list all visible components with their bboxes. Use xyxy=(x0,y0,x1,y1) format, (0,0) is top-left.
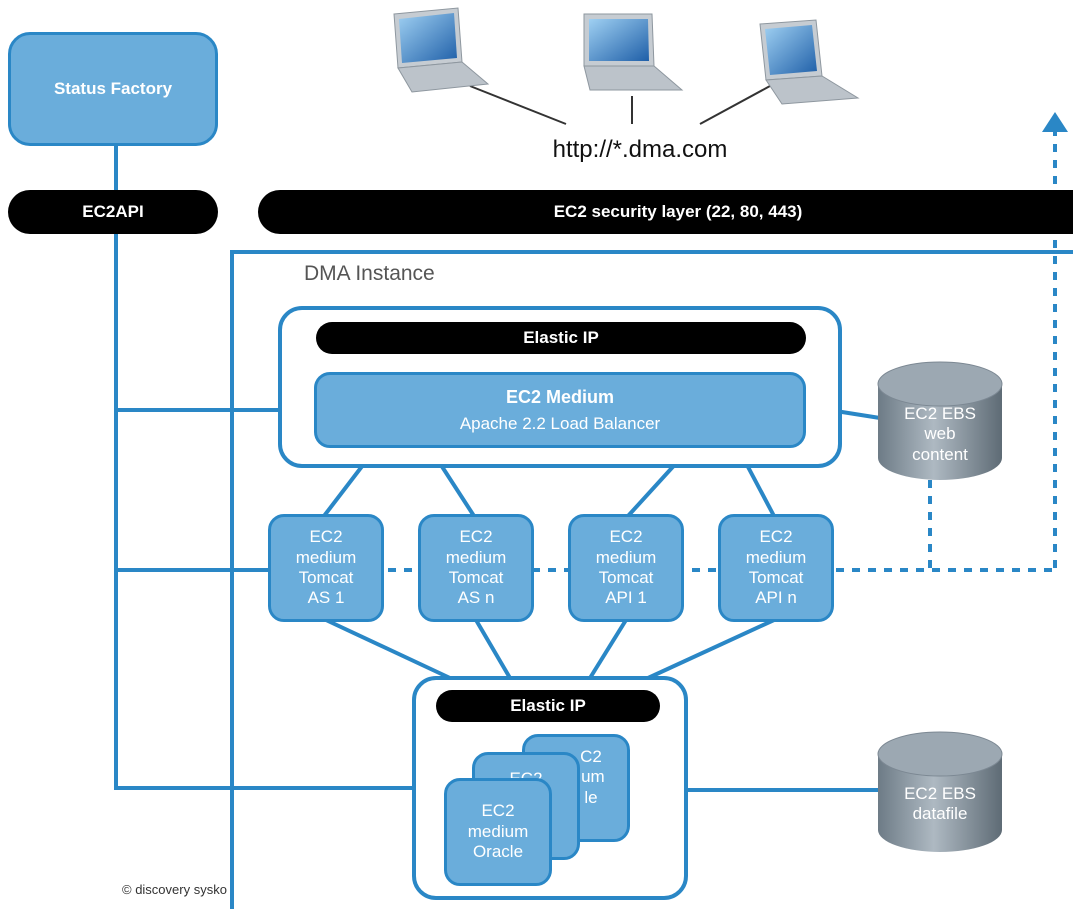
tomcat-line: medium xyxy=(595,547,657,567)
ebs-web-cylinder xyxy=(877,361,1003,480)
tomcat-node[interactable]: EC2 medium Tomcat AS 1 xyxy=(268,514,384,622)
tomcat-line: Tomcat xyxy=(448,568,504,587)
tomcat-line: API n xyxy=(755,588,797,608)
tomcat-line: AS n xyxy=(457,588,495,608)
db-elastic-ip: Elastic IP xyxy=(436,690,660,722)
ebs-web-line1: EC2 EBS xyxy=(904,404,976,423)
copyright: © discovery sysko xyxy=(122,882,227,897)
tomcat-line: Tomcat xyxy=(598,568,654,587)
load-balancer-node[interactable]: EC2 Medium Apache 2.2 Load Balancer xyxy=(314,372,806,448)
laptop-icon xyxy=(759,19,860,105)
lb-title: EC2 Medium xyxy=(505,387,615,408)
laptop-icon xyxy=(583,13,684,91)
status-factory-label: Status Factory xyxy=(53,79,173,99)
tomcat-line: EC2 xyxy=(609,527,643,547)
oracle-back-line: C2 xyxy=(580,747,602,766)
tomcat-line: EC2 xyxy=(309,527,343,547)
lb-elastic-ip: Elastic IP xyxy=(316,322,806,354)
ebs-datafile-label: EC2 EBS datafile xyxy=(878,784,1002,825)
ebs-web-label: EC2 EBS web content xyxy=(878,404,1002,465)
ebs-web-line2: web xyxy=(924,424,956,444)
tomcat-line: Tomcat xyxy=(298,568,354,587)
lb-subtitle: Apache 2.2 Load Balancer xyxy=(459,413,661,433)
tomcat-line: medium xyxy=(295,547,357,567)
url-label: http://*.dma.com xyxy=(552,136,728,163)
laptop-icon xyxy=(393,7,490,93)
tomcat-line: API 1 xyxy=(605,588,647,608)
security-layer-bar: EC2 security layer (22, 80, 443) xyxy=(258,190,1073,234)
tomcat-line: medium xyxy=(445,547,507,567)
ebs-web-line3: content xyxy=(912,444,968,464)
ebs-datafile-line1: EC2 EBS xyxy=(904,784,976,803)
tomcat-node[interactable]: EC2 medium Tomcat API n xyxy=(718,514,834,622)
tomcat-line: EC2 xyxy=(759,527,793,547)
oracle-front-line: Oracle xyxy=(472,842,524,862)
ebs-datafile-cylinder xyxy=(877,731,1003,852)
oracle-front-line: EC2 xyxy=(481,801,515,821)
ec2api-bar: EC2API xyxy=(8,190,218,234)
tomcat-line: AS 1 xyxy=(307,588,345,608)
tomcat-node[interactable]: EC2 medium Tomcat API 1 xyxy=(568,514,684,622)
ebs-datafile-line2: datafile xyxy=(912,804,968,824)
tomcat-line: EC2 xyxy=(459,527,493,547)
instance-label: DMA Instance xyxy=(304,262,435,285)
oracle-node-front[interactable]: EC2 medium Oracle xyxy=(444,778,552,886)
oracle-front-line: medium xyxy=(467,821,529,841)
tomcat-node[interactable]: EC2 medium Tomcat AS n xyxy=(418,514,534,622)
oracle-back-line: ium xyxy=(577,767,605,787)
status-factory-node[interactable]: Status Factory xyxy=(8,32,218,146)
tomcat-line: Tomcat xyxy=(748,568,804,587)
tomcat-line: medium xyxy=(745,547,807,567)
oracle-back-line: le xyxy=(584,787,598,807)
up-arrow-icon xyxy=(1042,112,1068,132)
